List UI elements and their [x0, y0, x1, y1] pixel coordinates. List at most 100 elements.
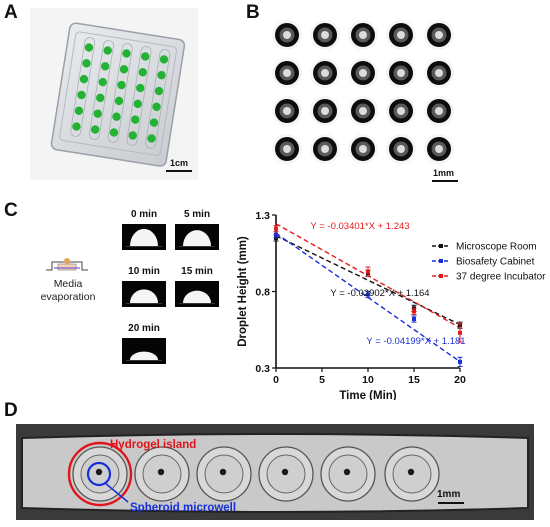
droplet-shape: [130, 228, 158, 246]
droplet-image-15: [175, 281, 219, 307]
hydrogel-dot: [72, 122, 81, 131]
hydrogel-dot: [133, 99, 142, 109]
hydrogel-dot: [84, 43, 94, 52]
x-tick-label: 5: [319, 374, 325, 386]
spheroid: [397, 145, 405, 153]
scale-label-a: 1cm: [170, 158, 189, 168]
hydrogel-dot: [77, 90, 86, 100]
x-tick-label: 10: [362, 374, 374, 386]
scale-label-d: 1mm: [437, 489, 461, 500]
spheroid-microwell-highlight: [86, 461, 112, 487]
hydrogel-dot: [93, 109, 102, 118]
hydrogel-dot: [122, 49, 131, 58]
chip-channel: [145, 49, 171, 149]
chip-photo: [30, 8, 198, 180]
hydrogel-dot: [74, 106, 84, 115]
microwell-grid-photo: [270, 18, 460, 166]
spheroid: [407, 468, 415, 476]
scale-bar-b: [432, 180, 458, 182]
panel-b-letter: B: [246, 2, 260, 23]
hydrogel-dot: [128, 131, 137, 140]
spheroid: [283, 145, 291, 153]
legend-marker: [439, 244, 443, 248]
hydrogel-dot: [131, 115, 140, 124]
hydrogel-dot: [103, 46, 112, 55]
spheroid: [435, 107, 443, 115]
spheroid: [321, 69, 329, 77]
time-label-15: 15 min: [181, 266, 213, 277]
spheroid: [321, 145, 329, 153]
droplet-shape: [183, 230, 211, 246]
droplet-image-20: [122, 338, 166, 364]
droplet-shape: [183, 290, 211, 303]
spheroid: [397, 69, 405, 77]
spheroid: [157, 468, 165, 476]
media-evaporation-label: Media evaporation: [34, 278, 102, 304]
fit-equation-label: Y = -0.02902*X + 1.164: [330, 288, 429, 299]
chip-channel: [107, 43, 133, 143]
fit-equation-label: Y = -0.04199*X + 1.181: [366, 336, 465, 347]
hydrogel-dot: [98, 77, 107, 87]
time-label-20: 20 min: [128, 323, 160, 334]
panel-a-letter: A: [4, 2, 18, 23]
spheroid: [397, 107, 405, 115]
spheroid: [321, 107, 329, 115]
hydrogel-channel-photo: [16, 424, 534, 520]
spheroid-microwell-label: Spheroid microwell: [130, 502, 237, 514]
chip-channel: [89, 40, 114, 140]
chip-body: [50, 22, 186, 167]
legend-label: Biosafety Cabinet: [456, 257, 535, 268]
hydrogel-dot: [117, 80, 126, 90]
hydrogel-dot: [147, 134, 156, 143]
scale-bar-a: [166, 170, 192, 172]
hydrogel-dot: [136, 83, 145, 93]
x-tick-label: 15: [408, 374, 420, 386]
y-axis-label: Droplet Height (mm): [237, 236, 249, 347]
hydrogel-dot: [138, 68, 147, 77]
hydrogel-dot: [141, 52, 150, 61]
hydrogel-dot: [82, 59, 91, 68]
spheroid: [359, 145, 367, 153]
hydrogel-dot: [109, 128, 119, 137]
spheroid: [219, 468, 227, 476]
hydrogel-dot: [96, 93, 105, 103]
hydrogel-dot: [114, 96, 124, 106]
hydrogel-island-label: Hydrogel island: [110, 439, 197, 451]
hydrogel-dot: [157, 71, 166, 80]
spheroid: [397, 31, 405, 39]
time-label-5: 5 min: [183, 209, 211, 220]
hydrogel-dot: [152, 102, 161, 112]
hydrogel-dot: [91, 125, 100, 134]
chip-channel: [126, 46, 152, 146]
data-point: [458, 359, 462, 364]
hydrogel-dot: [101, 62, 110, 71]
spheroid: [359, 107, 367, 115]
fit-equation-label: Y = -0.03401*X + 1.243: [310, 221, 409, 232]
media-evaporation-icon: [44, 250, 90, 274]
spheroid: [95, 468, 103, 476]
fit-line: [275, 235, 461, 326]
spheroid: [281, 468, 289, 476]
legend-label: Microscope Room: [456, 242, 537, 253]
media-label-line1: Media: [53, 278, 83, 290]
hydrogel-dot: [159, 55, 169, 64]
spheroid: [435, 69, 443, 77]
y-tick-label: 0.8: [255, 287, 270, 299]
data-point: [274, 232, 278, 237]
time-label-0: 0 min: [130, 209, 158, 220]
spheroid: [283, 31, 291, 39]
data-point: [366, 292, 370, 297]
y-tick-label: 1.3: [255, 210, 270, 222]
spheroid: [321, 31, 329, 39]
hydrogel-dot: [79, 74, 89, 84]
time-label-10: 10 min: [128, 266, 160, 277]
hydrogel-dot: [154, 86, 164, 96]
data-point: [366, 269, 370, 274]
hydrogel-dot: [149, 118, 159, 127]
data-point: [412, 317, 416, 322]
data-point: [412, 309, 416, 314]
spheroid: [435, 145, 443, 153]
hydrogel-dot: [112, 112, 121, 121]
hydrogel-island-highlight: [67, 441, 133, 507]
